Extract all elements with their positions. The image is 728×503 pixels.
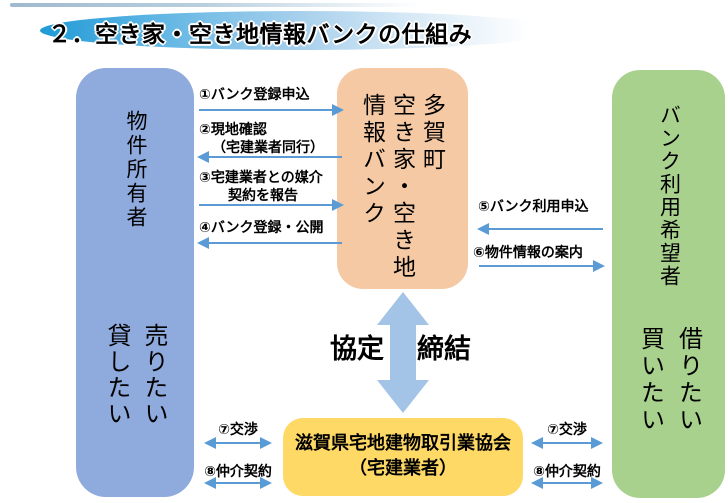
arrow-right-icon [332,104,344,116]
seeker-contract-label: ⑧仲介契約 [533,463,601,479]
arrow-shaft [390,324,416,381]
arrow-right-icon [593,260,605,272]
owner-box-wish: 売りたい 貸したい [103,323,167,427]
seeker-contract-arrow [531,477,603,489]
flow1-arrow-right [199,104,344,116]
owner-contract-arrow [204,477,272,489]
arrow-right-icon [260,477,272,489]
flow6-label: ⑥物件情報の案内 [473,244,583,260]
association-name: 滋賀県宅地建物取引業協会 [295,433,511,453]
arrow-left-icon [531,477,543,489]
arrow-right-icon [260,437,272,449]
flow2-label-line2: （宅建業者同行） [212,139,324,155]
top-decor-line [10,3,440,7]
flow5-label: ⑤バンク利用申込 [478,198,589,214]
agreement-word1: 協定 [330,334,384,364]
arrow-right-icon [332,199,344,211]
page-title: ２．空き家・空き地情報バンクの仕組み [48,21,473,47]
arrow-left-icon [204,477,216,489]
flow5-arrow-left [477,223,603,235]
owner-contract-label: ⑧仲介契約 [204,463,272,479]
association-box: 滋賀県宅地建物取引業協会 （宅建業者） [283,418,523,496]
owner-negotiate-label: ⑦交渉 [218,421,258,437]
seeker-box-wish: 借りたい 買いたい [636,326,702,434]
arrow-right-icon [591,477,603,489]
flow2-label: ②現地確認 [199,121,267,137]
seeker-box-title: バンク利用希望者 [657,104,681,288]
flow3-label: ③宅建業者との媒介 [199,169,323,185]
agreement-double-arrow-icon [377,292,429,413]
bank-box: 多賀町 空き家・空き地 情報バンク [337,68,468,289]
arrow-left-icon [204,437,216,449]
agreement-word2: 締結 [417,334,471,364]
bank-box-title: 多賀町 空き家・空き地 情報バンク [359,93,446,282]
owner-box: 物件所有者 売りたい 貸したい [76,68,194,497]
flow3-arrow-right [199,199,344,211]
arrow-left-icon [531,437,543,449]
seeker-box: バンク利用希望者 借りたい 買いたい [612,70,725,498]
flow6-arrow-right [479,260,605,272]
flow4-arrow-left [197,237,342,249]
flow2-arrow-left [197,151,342,163]
flow1-label: ①バンク登録申込 [199,86,310,102]
arrow-left-icon [197,237,209,249]
seeker-negotiate-label: ⑦交渉 [547,421,587,437]
arrow-down-head [377,380,429,413]
arrow-left-icon [197,151,209,163]
owner-negotiate-arrow [204,437,272,449]
association-subname: （宅建業者） [349,458,457,478]
flow4-label: ④バンク登録・公開 [199,219,324,235]
flow3-label-line2: 契約を報告 [228,187,298,203]
arrow-up-head [377,292,429,325]
title-banner [40,11,562,50]
arrow-left-icon [477,223,489,235]
owner-box-title: 物件所有者 [124,110,147,230]
arrow-right-icon [591,437,603,449]
seeker-negotiate-arrow [531,437,603,449]
